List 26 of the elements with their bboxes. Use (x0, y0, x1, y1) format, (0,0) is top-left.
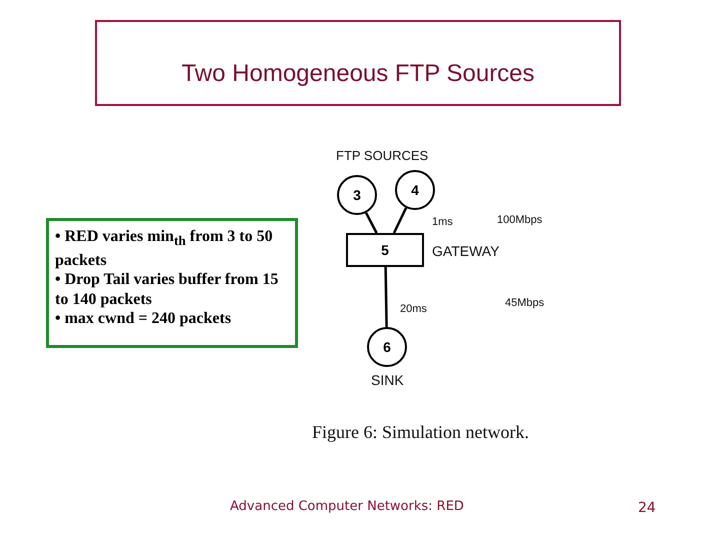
node-caption: GATEWAY (432, 243, 500, 259)
link-label: 1ms (432, 216, 453, 228)
bullet-text: • Drop Tail varies buffer from 15 to 140 packets (55, 270, 280, 310)
node-number: 3 (353, 187, 361, 203)
node-caption: SINK (371, 372, 404, 388)
link-label: 100Mbps (497, 214, 542, 226)
node-circle (337, 175, 377, 215)
node-number: 4 (411, 182, 419, 198)
footer-text: Advanced Computer Networks: RED (230, 499, 464, 514)
link-label: 45Mbps (505, 297, 544, 309)
slide-title: Two Homogeneous FTP Sources (180, 60, 536, 88)
figure-label: FTP SOURCES (336, 148, 428, 163)
link-line (384, 266, 388, 328)
link-line (392, 207, 408, 234)
figure-caption: Figure 6: Simulation network. (312, 422, 529, 443)
note-box (46, 218, 298, 348)
page-number: 24 (638, 500, 656, 516)
bullet-text: • RED varies min$_{th}$ from 3 to 50 packets (55, 227, 274, 270)
node-circle (367, 327, 407, 367)
gateway-box (346, 233, 424, 267)
bullet-text: • max cwnd = 240 packets (55, 309, 232, 329)
node-number: 6 (383, 339, 391, 355)
node-circle (395, 170, 435, 210)
node-number: 5 (381, 242, 389, 258)
link-line (364, 212, 378, 234)
link-label: 20ms (400, 303, 427, 315)
